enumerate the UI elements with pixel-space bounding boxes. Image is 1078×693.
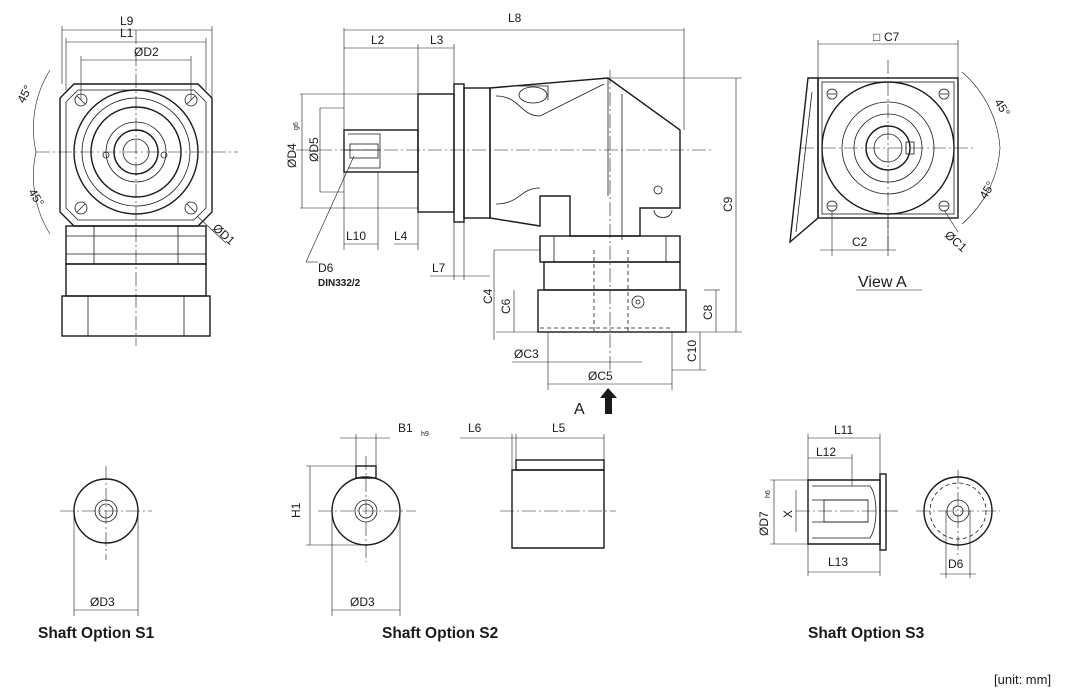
s3-d7-tol: h6 [765, 490, 772, 498]
view-a-drawing [789, 40, 1001, 291]
dim-c5: ØC5 [588, 369, 613, 383]
dim-c1: ØC1 [942, 228, 970, 255]
dim-d2: ØD2 [134, 45, 159, 59]
unit-note: [unit: mm] [994, 672, 1051, 687]
dim-c7: C7 [884, 30, 900, 44]
din-note: DIN332/2 [318, 278, 361, 289]
dim-c10: C10 [685, 340, 699, 362]
dim-l4: L4 [394, 229, 408, 243]
s2-caption: Shaft Option S2 [382, 625, 498, 642]
s2-b1: B1 [398, 421, 413, 435]
s3-x: X [781, 510, 795, 518]
dim-d4-tol: g6 [293, 122, 300, 130]
s2-d3: ØD3 [350, 595, 375, 609]
dim-l7: L7 [432, 261, 446, 275]
shaft-s1-drawing [60, 466, 152, 616]
s3-caption: Shaft Option S3 [808, 625, 925, 642]
dim-l8: L8 [508, 11, 522, 25]
dim-l2: L2 [371, 33, 385, 47]
dim-d5: ØD5 [307, 137, 321, 162]
s2-l6: L6 [468, 421, 482, 435]
s1-caption: Shaft Option S1 [38, 625, 155, 642]
front-view [33, 26, 238, 346]
dim-l1: L1 [120, 26, 134, 40]
angle-view-a-top: 45° [991, 96, 1013, 119]
s2-l5: L5 [552, 421, 566, 435]
s3-d7: ØD7 [757, 511, 771, 536]
view-arrow-label: A [574, 401, 585, 418]
view-a-title: View A [858, 274, 907, 291]
dim-c2: C2 [852, 235, 868, 249]
s3-l11: L11 [834, 423, 853, 437]
dim-c6: C6 [499, 298, 513, 314]
s3-l13: L13 [828, 555, 848, 569]
dim-l3: L3 [430, 33, 444, 47]
dim-l10: L10 [346, 229, 366, 243]
s3-d6: D6 [948, 557, 964, 571]
dim-c4: C4 [481, 288, 495, 304]
s3-l12: L12 [816, 445, 836, 459]
dim-d4: ØD4 [285, 143, 299, 168]
shaft-s3-drawing [770, 434, 1000, 578]
shaft-s2-drawing [306, 434, 616, 616]
dim-c9: C9 [721, 196, 735, 212]
s2-h1: H1 [289, 502, 303, 518]
angle-view-a-bottom: 45° [976, 179, 997, 202]
dim-c3: ØC3 [514, 347, 539, 361]
angle-front-top: 45° [14, 83, 35, 106]
dim-l9: L9 [120, 14, 134, 28]
angle-front-bottom: 45° [25, 186, 47, 209]
s1-d3: ØD3 [90, 595, 115, 609]
dim-d6: D6 [318, 261, 334, 275]
dim-c8: C8 [701, 304, 715, 320]
side-view [296, 28, 742, 414]
s2-b1-tol: h9 [421, 431, 429, 438]
dim-d1: ØD1 [210, 221, 238, 248]
square-symbol: □ [873, 30, 880, 44]
